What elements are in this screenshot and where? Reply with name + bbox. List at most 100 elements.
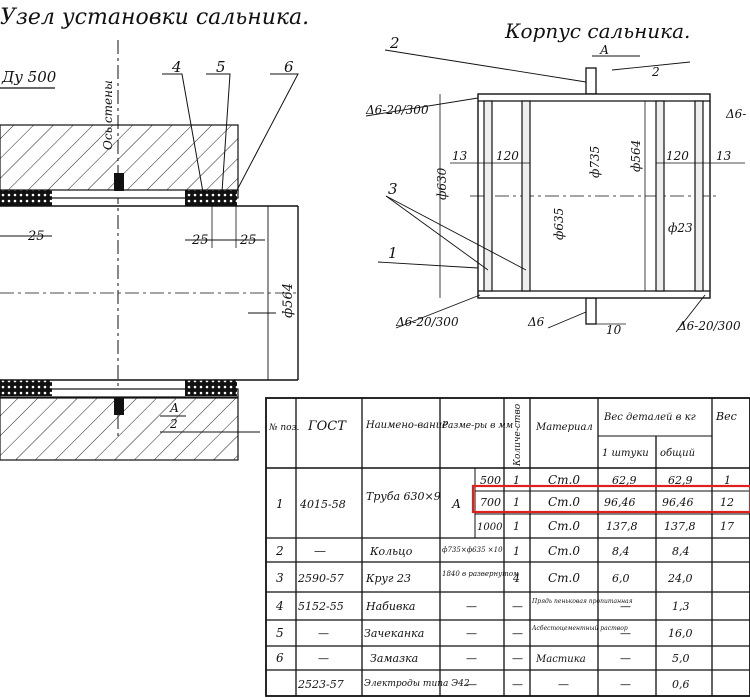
dim-735: ф735 bbox=[588, 146, 602, 178]
spec-table bbox=[265, 397, 750, 697]
cell-gost: 5152-55 bbox=[298, 600, 344, 613]
dn-label: Ду 500 bbox=[1, 68, 57, 86]
cell-size: — bbox=[466, 627, 477, 640]
cell-size-a: А bbox=[451, 497, 461, 511]
cell-name: Труба 630×9 bbox=[366, 490, 441, 503]
packing-left-upper bbox=[0, 190, 52, 206]
hdr-unit: 1 штуки bbox=[602, 448, 649, 459]
cell-size: — bbox=[466, 652, 477, 665]
cell-name: Круг 23 bbox=[365, 572, 411, 585]
cell-extra: 17 bbox=[720, 520, 734, 533]
cell-size: — bbox=[466, 678, 477, 691]
section-letter-left: А bbox=[169, 401, 179, 415]
cell-mat: Ст.0 bbox=[548, 544, 580, 558]
table-row: 5 — Зачеканка — — Асбестоцементный раств… bbox=[276, 625, 693, 640]
cell-total: 137,8 bbox=[664, 520, 696, 533]
cell-qty: — bbox=[512, 678, 523, 691]
hdr-extra: Вес bbox=[715, 410, 737, 423]
cell-unit: 6,0 bbox=[612, 572, 630, 585]
cell-mat: Прядь пеньковая пропитанная bbox=[531, 598, 633, 605]
cell-unit: — bbox=[620, 627, 631, 640]
cell-qty: — bbox=[512, 627, 523, 640]
cell-total: 16,0 bbox=[668, 627, 693, 640]
cell-size: ф735×ф635 ×10 bbox=[442, 546, 503, 554]
hdr-total: общий bbox=[660, 448, 695, 459]
cell-qty: 1 bbox=[513, 520, 520, 533]
callout-5: 5 bbox=[216, 58, 226, 76]
cell-mat: Ст.0 bbox=[548, 495, 580, 509]
cell-pos: 6 bbox=[276, 651, 284, 665]
table-row: 2523-57 Электроды типа Э42 — — — — 0,6 bbox=[297, 678, 690, 691]
cell-pos: 3 bbox=[276, 571, 284, 585]
cell-size: 500 bbox=[480, 474, 501, 487]
cell-gost: 2590-57 bbox=[297, 572, 344, 585]
highlight-row-700 bbox=[471, 484, 750, 514]
weld-mark-3: Δ6-20/300 bbox=[677, 319, 741, 333]
callout-2: 2 bbox=[389, 34, 400, 52]
table-row: 2 — Кольцо ф735×ф635 ×10 1 Ст.0 8,4 8,4 bbox=[275, 544, 690, 558]
right-title: Корпус сальника. bbox=[504, 19, 690, 43]
hdr-gost: ГОСТ bbox=[307, 419, 347, 434]
packing-right-lower bbox=[185, 380, 237, 396]
hdr-mat: Материал bbox=[535, 422, 593, 433]
cell-extra: 12 bbox=[720, 496, 734, 509]
cell-unit: — bbox=[620, 678, 631, 691]
callout-4: 4 bbox=[171, 58, 182, 76]
cell-unit: — bbox=[620, 652, 631, 665]
table-row: 4 5152-55 Набивка — — Прядь пеньковая пр… bbox=[275, 598, 690, 613]
cell-unit: 62,9 bbox=[612, 474, 637, 487]
cell-gost: 2523-57 bbox=[297, 678, 344, 691]
dim-564-left: ф564 bbox=[281, 283, 296, 318]
cell-gost: — bbox=[318, 652, 329, 665]
dim-120-right: 120 bbox=[666, 149, 689, 163]
cell-name: Замазка bbox=[370, 652, 418, 665]
cell-pos: 5 bbox=[276, 626, 284, 640]
table-row: 1000 1 Ст.0 137,8 137,8 17 bbox=[477, 519, 734, 533]
cell-name: Электроды типа Э42 bbox=[364, 679, 470, 689]
cell-qty: 1 bbox=[513, 545, 520, 558]
table-header: № поз. ГОСТ Наимено-вание Разме-ры в мм … bbox=[268, 403, 737, 467]
cell-gost: — bbox=[314, 544, 326, 558]
section-num-left: 2 bbox=[169, 417, 178, 431]
dim-25-a: 25 bbox=[27, 229, 45, 244]
callout-1: 1 bbox=[388, 244, 398, 262]
weld-mark-4: Δ6 bbox=[527, 315, 545, 329]
cell-unit: 8,4 bbox=[612, 545, 630, 558]
cell-qty: 1 bbox=[513, 496, 520, 509]
table-row: 1 4015-58 Труба 630×9 А 500 1 Ст.0 62,9 … bbox=[276, 473, 731, 511]
cell-mat: Ст.0 bbox=[548, 519, 580, 533]
cell-size: 700 bbox=[480, 496, 501, 509]
dim-120-left: 120 bbox=[496, 149, 519, 163]
cell-size: 1840 в развернутом bbox=[442, 570, 519, 578]
cell-total: 62,9 bbox=[668, 474, 693, 487]
section-num-top: 2 bbox=[651, 65, 660, 79]
cell-size: — bbox=[466, 600, 477, 613]
dim-10: 10 bbox=[606, 323, 622, 337]
cell-pos: 1 bbox=[276, 497, 284, 511]
hdr-qty: Количе-ство bbox=[513, 403, 523, 467]
dim-13-left: 13 bbox=[452, 149, 468, 163]
cell-gost: 4015-58 bbox=[299, 498, 346, 511]
section-letter-top: А bbox=[599, 43, 609, 57]
cell-mat: Ст.0 bbox=[548, 473, 580, 487]
table-row: 6 — Замазка — — Мастика — 5,0 bbox=[276, 651, 690, 665]
cell-mat: Асбестоцементный раствор bbox=[531, 625, 628, 632]
left-view: Узел установки сальника. Ду 500 Ось стен… bbox=[0, 5, 309, 461]
cell-name: Зачеканка bbox=[364, 627, 424, 640]
dim-13-right: 13 bbox=[716, 149, 732, 163]
weld-mark-2: Δ6-20/300 bbox=[395, 315, 459, 329]
cell-total: 1,3 bbox=[672, 600, 690, 613]
hdr-name: Наимено-вание bbox=[365, 420, 448, 431]
cell-total: 0,6 bbox=[672, 678, 690, 691]
hdr-size: Разме-ры в мм bbox=[441, 421, 513, 431]
cell-total: 8,4 bbox=[672, 545, 690, 558]
cell-mat: Ст.0 bbox=[548, 571, 580, 585]
cell-name: Кольцо bbox=[369, 545, 413, 558]
weld-mark-right: Δ6- bbox=[725, 107, 746, 121]
cell-name: Набивка bbox=[365, 600, 415, 613]
dim-23: ф23 bbox=[668, 221, 693, 235]
cell-unit: 137,8 bbox=[606, 520, 638, 533]
cell-pos: 4 bbox=[275, 599, 284, 613]
cell-unit: — bbox=[620, 600, 631, 613]
